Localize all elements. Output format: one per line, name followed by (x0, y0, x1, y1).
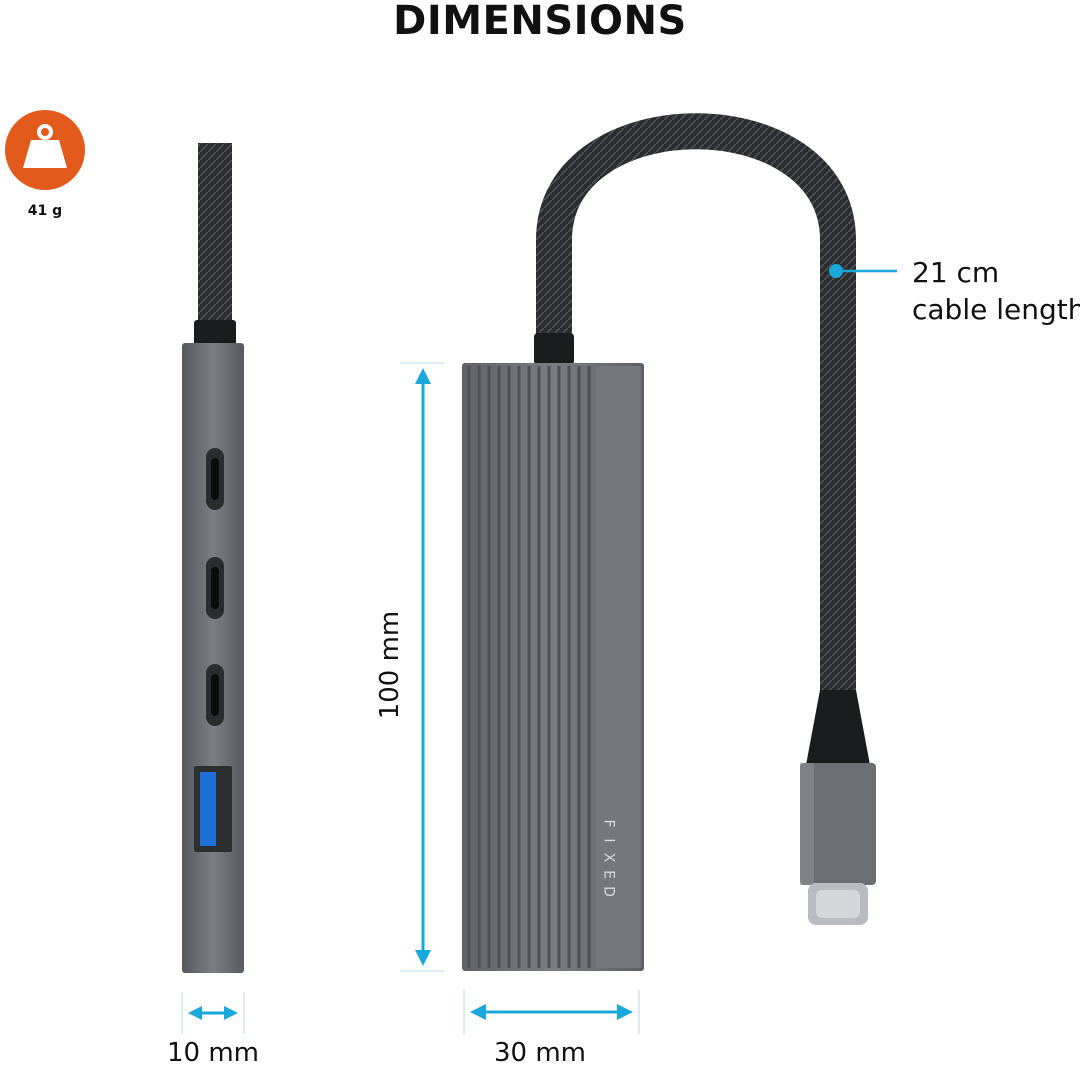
cable-length-callout (829, 264, 897, 278)
usb-c-port (206, 557, 224, 619)
side-width-measure (181, 992, 245, 1034)
front-width-label: 30 mm (493, 1038, 586, 1068)
usb-c-port (206, 448, 224, 510)
brand-logo: F I X E D (600, 819, 617, 897)
usb-c-port (206, 664, 224, 726)
cable-length-value: 21 cm (912, 256, 1000, 289)
hub-front-body (462, 363, 644, 971)
cable-length-text: 21 cm cable length (912, 254, 1080, 328)
weight-icon (5, 110, 85, 190)
cable-length-caption: cable length (912, 293, 1080, 326)
height-label: 100 mm (375, 610, 405, 720)
side-body (182, 343, 244, 973)
side-width-label: 10 mm (166, 1038, 259, 1068)
usb-c-plug (800, 690, 876, 925)
front-cable (536, 113, 856, 700)
page-title: DIMENSIONS (393, 0, 687, 44)
front-width-measure (463, 990, 640, 1034)
height-measure (400, 362, 444, 972)
side-cable-strain-relief (194, 320, 236, 346)
heatsink-ribs (467, 366, 591, 968)
weight-value: 41 g (27, 203, 63, 219)
side-cable (198, 143, 232, 328)
hub-side-view (182, 143, 244, 973)
weight-badge (5, 110, 85, 190)
front-cable-strain-relief (534, 333, 574, 365)
usb-a-port (194, 766, 232, 852)
